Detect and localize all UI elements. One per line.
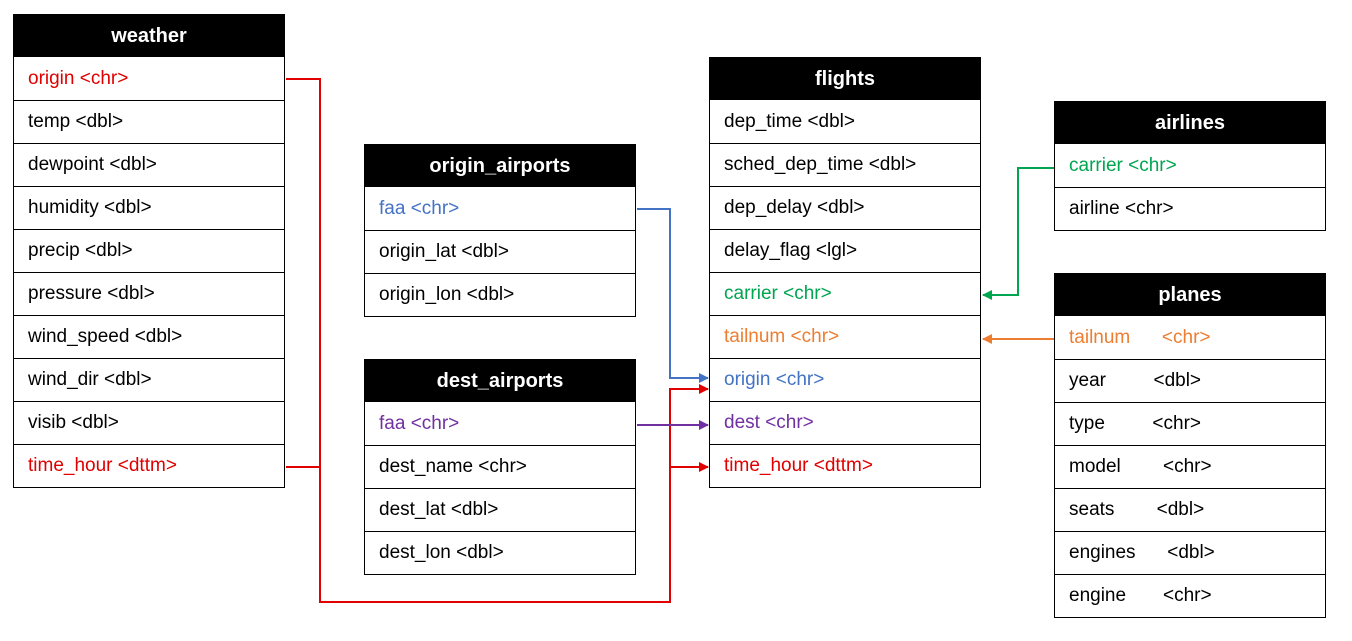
dest-airports-table-title: dest_airports — [365, 360, 635, 402]
link-weather-time-hour-to-flights-time-hour — [286, 462, 709, 603]
weather-field: temp <dbl> — [14, 100, 284, 143]
weather-field: time_hour <dttm> — [14, 444, 284, 487]
flights-field: origin <chr> — [710, 358, 980, 401]
planes-field: year <dbl> — [1055, 359, 1325, 402]
planes-table-title: planes — [1055, 274, 1325, 316]
flights-field: time_hour <dttm> — [710, 444, 980, 487]
flights-table: flights dep_time <dbl> sched_dep_time <db… — [709, 57, 981, 488]
dest-airports-field: dest_name <chr> — [365, 445, 635, 488]
airlines-field: airline <chr> — [1055, 187, 1325, 230]
planes-field: model <chr> — [1055, 445, 1325, 488]
origin-airports-field: origin_lon <dbl> — [365, 273, 635, 316]
flights-field: dep_time <dbl> — [724, 110, 855, 132]
flights-field: dest <chr> — [710, 401, 980, 444]
planes-field: engine <chr> — [1055, 574, 1325, 617]
weather-field: precip <dbl> — [14, 229, 284, 272]
weather-field: pressure <dbl> — [14, 272, 284, 315]
dest-airports-field: dest_lat <dbl> — [365, 488, 635, 531]
weather-field: wind_speed <dbl> — [14, 315, 284, 358]
weather-table: weather origin <chr> temp <dbl>dewpoint <… — [13, 14, 285, 488]
flights-field: tailnum <chr> — [710, 315, 980, 358]
origin-airports-table-title: origin_airports — [365, 145, 635, 187]
link-airlines-carrier-to-flights-carrier — [982, 167, 1054, 300]
weather-field: humidity <dbl> — [14, 186, 284, 229]
weather-table-title: weather — [14, 15, 284, 57]
weather-field: visib <dbl> — [14, 401, 284, 444]
dest-airports-field: dest_lon <dbl> — [365, 531, 635, 574]
origin-airports-field: origin_lat <dbl> — [365, 230, 635, 273]
dest-airports-field: faa <chr> — [379, 412, 460, 434]
origin-airports-field: faa <chr> — [379, 197, 460, 219]
airlines-table-title: airlines — [1055, 102, 1325, 144]
link-weather-origin-to-flights-origin — [286, 78, 709, 603]
planes-table: planes tailnum <chr> year <dbl>type <chr>… — [1054, 273, 1326, 618]
weather-field: origin <chr> — [28, 67, 129, 89]
airlines-table: airlines carrier <chr> airline <chr> — [1054, 101, 1326, 231]
flights-field: dep_delay <dbl> — [710, 186, 980, 229]
flights-field: carrier <chr> — [710, 272, 980, 315]
dest-airports-table: dest_airports faa <chr>dest_name <chr>de… — [364, 359, 636, 575]
flights-field: delay_flag <lgl> — [710, 229, 980, 272]
weather-field: dewpoint <dbl> — [14, 143, 284, 186]
flights-table-title: flights — [710, 58, 980, 100]
planes-field: type <chr> — [1055, 402, 1325, 445]
airlines-field: carrier <chr> — [1069, 154, 1177, 176]
planes-field: tailnum <chr> — [1069, 326, 1211, 348]
flights-field: sched_dep_time <dbl> — [710, 143, 980, 186]
weather-field: wind_dir <dbl> — [14, 358, 284, 401]
origin-airports-table: origin_airports faa <chr> origin_lat <dbl… — [364, 144, 636, 317]
planes-field: seats <dbl> — [1055, 488, 1325, 531]
link-origin-airports-faa-to-flights-origin — [637, 208, 709, 383]
planes-field: engines <dbl> — [1055, 531, 1325, 574]
